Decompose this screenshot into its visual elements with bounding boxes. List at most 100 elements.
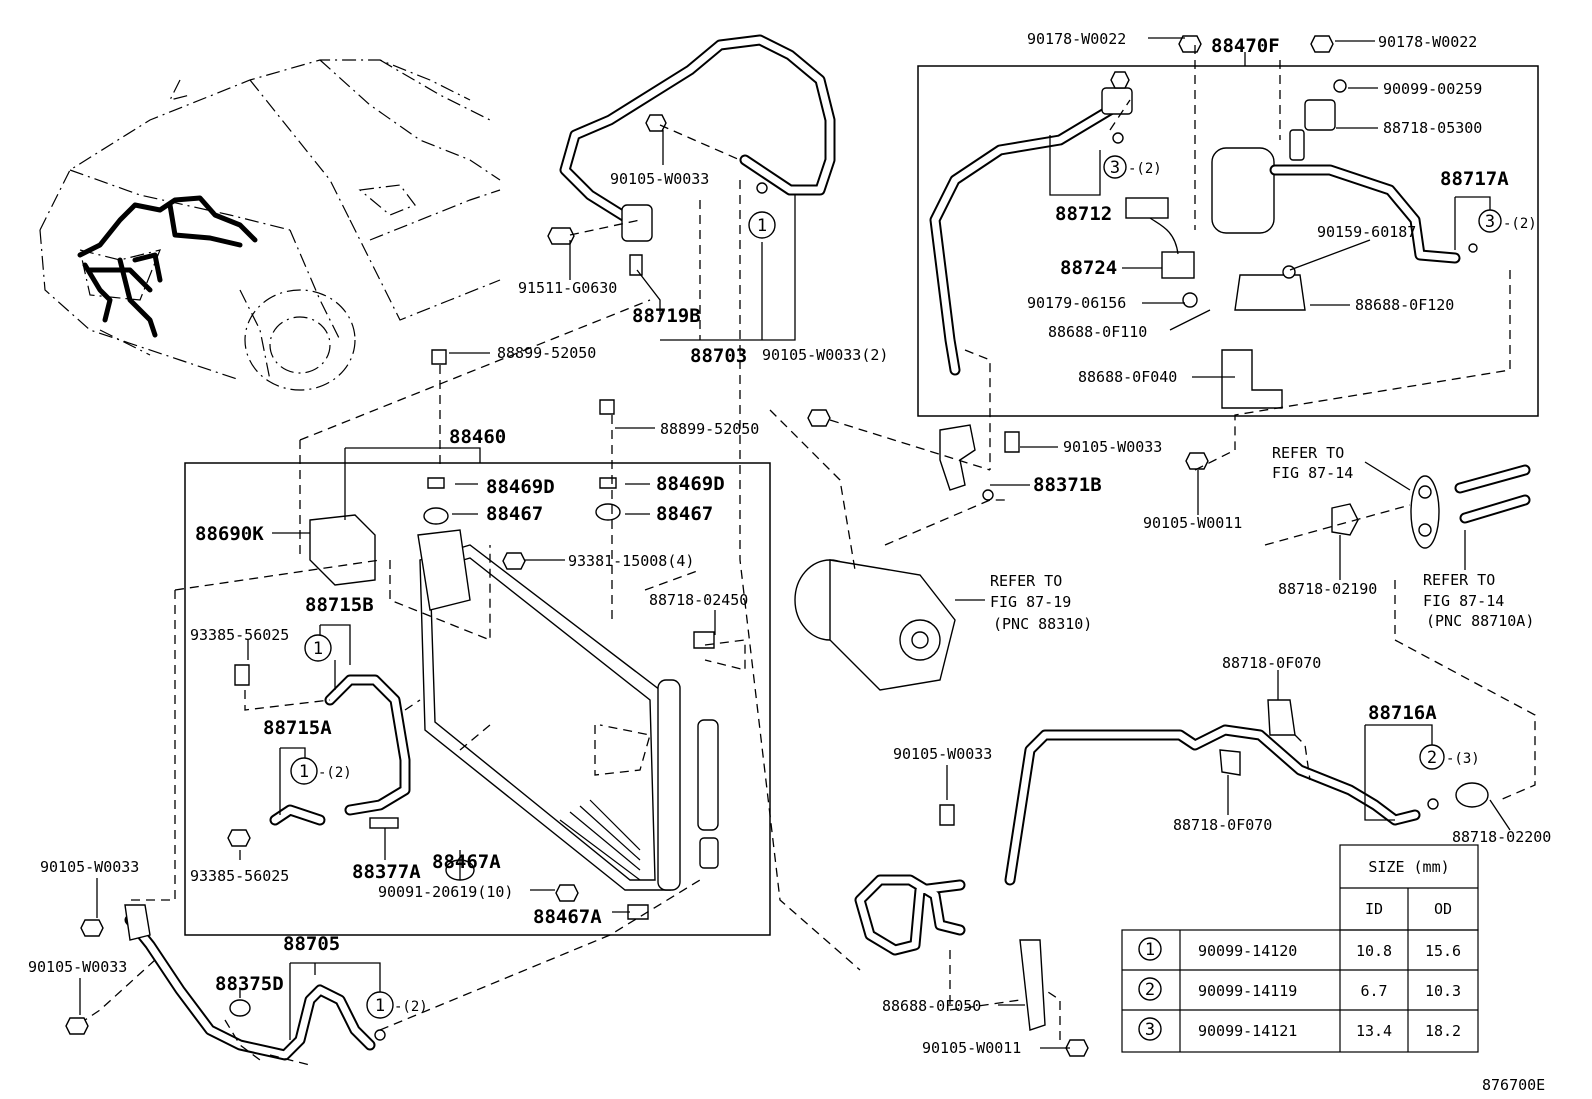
label-88467-left: 88467: [486, 503, 543, 525]
label-88467-right: 88467: [656, 503, 713, 525]
liquid-pipe-drawing: [65, 904, 386, 1061]
size-row-2-num-circle: [1138, 977, 1162, 1001]
label-90099-00259: 90099-00259: [1383, 80, 1482, 98]
circled-3-88717A: [1478, 209, 1502, 233]
label-88470F: 88470F: [1211, 35, 1280, 57]
vehicle-illustration: [39, 59, 501, 391]
size-row-1-od: 15.6: [1425, 942, 1461, 960]
label-88718-02200: 88718-02200: [1452, 828, 1551, 846]
label-88718-05300: 88718-05300: [1383, 119, 1482, 137]
label-90105-W0033-mid: 90105-W0033: [1063, 438, 1162, 456]
size-row-1-id: 10.8: [1356, 942, 1392, 960]
circled-1-88715A-text: 1: [299, 762, 309, 782]
label-88715A: 88715A: [263, 717, 332, 739]
condenser-box: [184, 462, 771, 936]
label-88688-0F120: 88688-0F120: [1355, 296, 1454, 314]
qty-88716A: -(3): [1446, 751, 1480, 767]
label-88718-02190: 88718-02190: [1278, 580, 1377, 598]
circled-2-88716A-text: 2: [1427, 748, 1437, 768]
suction-pipe-drawing: [854, 699, 1489, 1057]
callout-lines: [79, 37, 1511, 1049]
label-88899-52050-left: 88899-52050: [497, 344, 596, 362]
label-88718-0F070-lower: 88718-0F070: [1173, 816, 1272, 834]
label-93385-56025-lower: 93385-56025: [190, 867, 289, 885]
circled-1-88715B-text: 1: [313, 639, 323, 659]
size-row-3-id: 13.4: [1356, 1022, 1392, 1040]
label-88899-52050-right: 88899-52050: [660, 420, 759, 438]
qty-88712: -(2): [1128, 161, 1162, 177]
circled-1-88705: [366, 991, 394, 1019]
qty-88717A: -(2): [1503, 216, 1537, 232]
ref-refer-to-2: REFER TO: [1423, 571, 1495, 589]
label-88724: 88724: [1060, 257, 1117, 279]
label-88467A-right: 88467A: [533, 906, 602, 928]
circled-1-88703: [748, 211, 776, 239]
label-88469D-right: 88469D: [656, 473, 725, 495]
label-88467A-left: 88467A: [432, 851, 501, 873]
label-90178-W0022-left: 90178-W0022: [1027, 30, 1126, 48]
ref-fig-87-19: FIG 87-19: [990, 593, 1071, 611]
ref-refer-to-3: REFER TO: [990, 572, 1062, 590]
pipe-connector-drawing: [1331, 464, 1531, 549]
label-88371B: 88371B: [1033, 474, 1102, 496]
size-row-2-id: 6.7: [1360, 982, 1387, 1000]
label-90105-W0011-upper: 90105-W0011: [1143, 514, 1242, 532]
circled-3-88712-text: 3: [1110, 158, 1120, 178]
label-88718-0F070-upper: 88718-0F070: [1222, 654, 1321, 672]
size-table-header: SIZE (mm): [1368, 858, 1449, 876]
label-90178-W0022-right: 90178-W0022: [1378, 33, 1477, 51]
label-90159-60187: 90159-60187: [1317, 223, 1416, 241]
discharge-hose-drawing: [547, 34, 836, 427]
leader-lines: [84, 45, 1536, 1066]
label-88715B: 88715B: [305, 594, 374, 616]
figure-id: 876700E: [1482, 1076, 1545, 1094]
size-row-2-part: 90099-14119: [1198, 982, 1297, 1000]
label-88712: 88712: [1055, 203, 1112, 225]
circled-1-88715B: [304, 634, 332, 662]
qty-88715A: -(2): [318, 765, 352, 781]
label-88375D: 88375D: [215, 973, 284, 995]
ref-refer-to-1: REFER TO: [1272, 444, 1344, 462]
circled-2-88716A: [1419, 744, 1445, 770]
receiver-box: [917, 65, 1539, 417]
label-93385-56025-upper: 93385-56025: [190, 626, 289, 644]
fitting-88371B-drawing: [939, 424, 1209, 501]
size-row-3-num-circle: [1138, 1017, 1162, 1041]
size-row-1-num: 1: [1145, 940, 1155, 960]
label-90091-20619: 90091-20619(10): [378, 883, 513, 901]
qty-88705: -(2): [394, 999, 428, 1015]
ref-pnc-88710A: (PNC 88710A): [1426, 612, 1534, 630]
size-row-3-num: 3: [1145, 1020, 1155, 1040]
label-88688-0F050: 88688-0F050: [882, 997, 981, 1015]
label-88717A: 88717A: [1440, 168, 1509, 190]
label-88460: 88460: [449, 426, 506, 448]
label-90105-W0033-lowright: 90105-W0033: [893, 745, 992, 763]
label-88690K: 88690K: [195, 523, 264, 545]
size-table-col-od: OD: [1434, 900, 1452, 918]
ref-fig-87-14-1: FIG 87-14: [1272, 464, 1353, 482]
label-88377A: 88377A: [352, 861, 421, 883]
label-90105-W0033-lowleft1: 90105-W0033: [40, 858, 139, 876]
label-90105-W0033-x2: 90105-W0033(2): [762, 346, 888, 364]
circled-1-88715A: [290, 757, 318, 785]
circled-3-88712: [1103, 155, 1127, 179]
label-88719B: 88719B: [632, 305, 701, 327]
circled-1-88705-text: 1: [375, 996, 385, 1016]
size-row-1-part: 90099-14120: [1198, 942, 1297, 960]
label-88718-02450: 88718-02450: [649, 591, 748, 609]
size-row-2-num: 2: [1145, 980, 1155, 1000]
label-90105-W0033-lowleft2: 90105-W0033: [28, 958, 127, 976]
size-table-col-id: ID: [1365, 900, 1383, 918]
receiver-assembly-drawing: [929, 35, 1478, 409]
ref-fig-87-14-2: FIG 87-14: [1423, 592, 1504, 610]
circled-1-88703-text: 1: [757, 216, 767, 236]
label-91511-G0630: 91511-G0630: [518, 279, 617, 297]
label-88688-0F040: 88688-0F040: [1078, 368, 1177, 386]
size-row-3-od: 18.2: [1425, 1022, 1461, 1040]
ref-pnc-88310: (PNC 88310): [993, 615, 1092, 633]
label-93381-15008: 93381-15008(4): [568, 552, 694, 570]
label-88703: 88703: [690, 345, 747, 367]
label-90179-06156: 90179-06156: [1027, 294, 1126, 312]
label-90105-W0011-lower: 90105-W0011: [922, 1039, 1021, 1057]
